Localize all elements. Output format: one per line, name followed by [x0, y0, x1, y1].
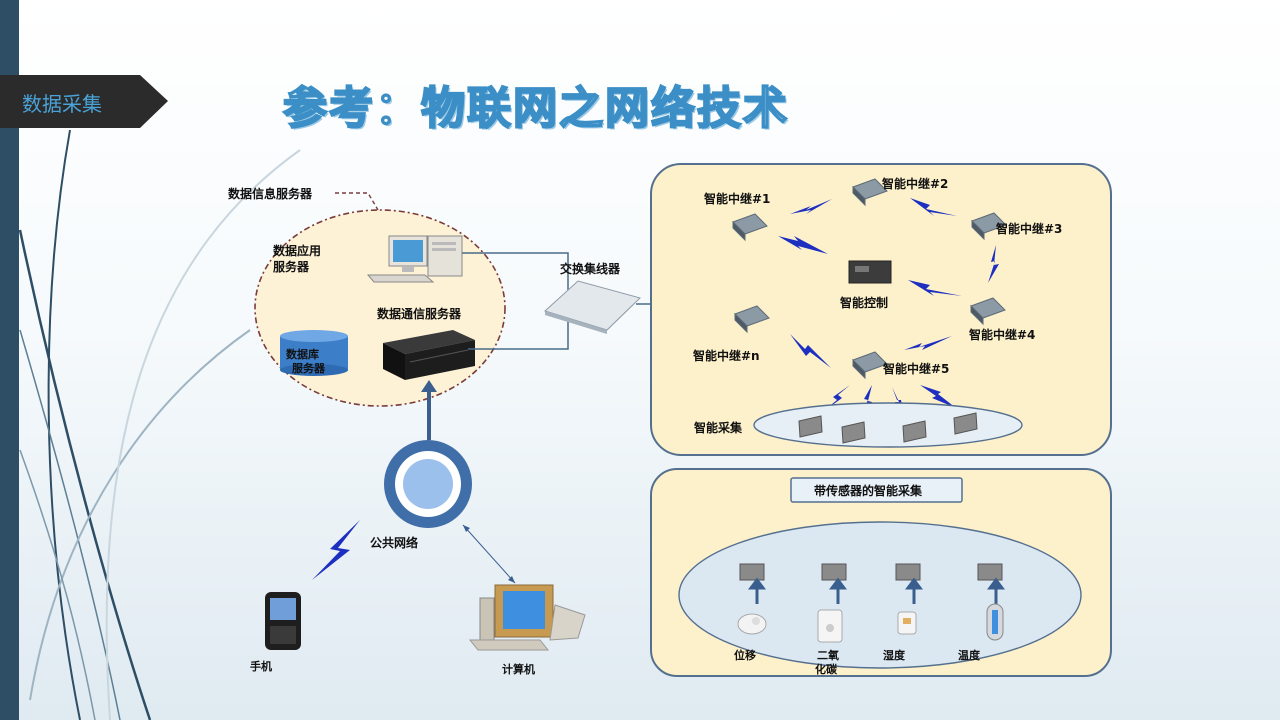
relay-5-icon: [852, 351, 888, 380]
sensor-ellipse: [678, 521, 1082, 669]
smart-control-label: 智能控制: [839, 295, 888, 310]
db-server-label-1: 数据库: [286, 347, 319, 361]
collector-device-icon: [841, 421, 866, 444]
sensor-panel-title-box: [790, 477, 963, 503]
app-server-computer-icon: [366, 235, 463, 283]
temperature-sensor-icon: [986, 603, 1004, 641]
comm-server-label: 数据通信服务器: [377, 306, 462, 321]
left-accent-bar: [0, 0, 19, 720]
relay-4-label: 智能中继#4: [968, 327, 1035, 342]
section-tab[interactable]: [0, 75, 168, 128]
relay-n-label: 智能中继#n: [692, 348, 760, 363]
phone-label: 手机: [250, 659, 272, 673]
database-icon: 数据库 服务器: [280, 330, 348, 376]
relay-1-icon: [732, 213, 768, 242]
relay-3-icon: [971, 212, 1007, 241]
displacement-sensor-icon: [737, 613, 767, 635]
sensor-label-temperature: 温度: [958, 648, 981, 662]
relay-5-label: 智能中继#5: [882, 361, 949, 376]
phone-signal-bolt: [312, 520, 360, 580]
collector-device-icon: [953, 412, 978, 435]
smart-control-icon: [848, 260, 892, 284]
section-tab-label: 数据采集: [22, 92, 102, 116]
switch-icon: [544, 280, 641, 334]
public-network-ring-icon: [384, 440, 472, 528]
comm-server-rack-icon: [383, 330, 475, 380]
sensor-label-co2-line1: 二氧: [817, 648, 839, 662]
slide-title: 参考：物联网之网络技术: [282, 82, 789, 135]
humidity-sensor-icon: [897, 611, 917, 635]
relay-4-icon: [970, 297, 1006, 326]
collector-device-icon: [902, 420, 927, 443]
sensor-label-humidity: 湿度: [883, 648, 906, 662]
public-network-label: 公共网络: [370, 535, 418, 550]
sensor-panel-title: 带传感器的智能采集: [814, 483, 923, 498]
switch-label: 交换集线器: [560, 261, 621, 276]
phone-icon: [265, 592, 301, 650]
collector-ellipse: [753, 402, 1023, 448]
relay-3-label: 智能中继#3: [995, 221, 1062, 236]
sensor-label-co2-line2: 化碳: [815, 662, 838, 676]
info-server-label: 数据信息服务器: [228, 186, 313, 201]
app-server-label-1: 数据应用: [273, 243, 321, 258]
collector-label: 智能采集: [693, 420, 743, 435]
db-server-label-2: 服务器: [292, 361, 326, 375]
relay-panel: [650, 163, 1112, 456]
decorative-curves: [18, 129, 301, 720]
relay-2-icon: [852, 178, 888, 207]
computer-label: 计算机: [502, 662, 535, 676]
relay-1-label: 智能中继#1: [703, 191, 770, 206]
relay-2-label: 智能中继#2: [881, 176, 948, 191]
computer-icon: [468, 584, 586, 651]
collector-device-icon: [798, 415, 823, 438]
app-server-label-2: 服务器: [273, 259, 310, 274]
co2-sensor-icon: [817, 609, 843, 643]
sensor-label-displacement: 位移: [734, 648, 756, 662]
relay-n-icon: [734, 305, 770, 334]
sensor-label-co2: 二氧 化碳: [815, 648, 843, 676]
wireless-bolts: [778, 198, 999, 422]
